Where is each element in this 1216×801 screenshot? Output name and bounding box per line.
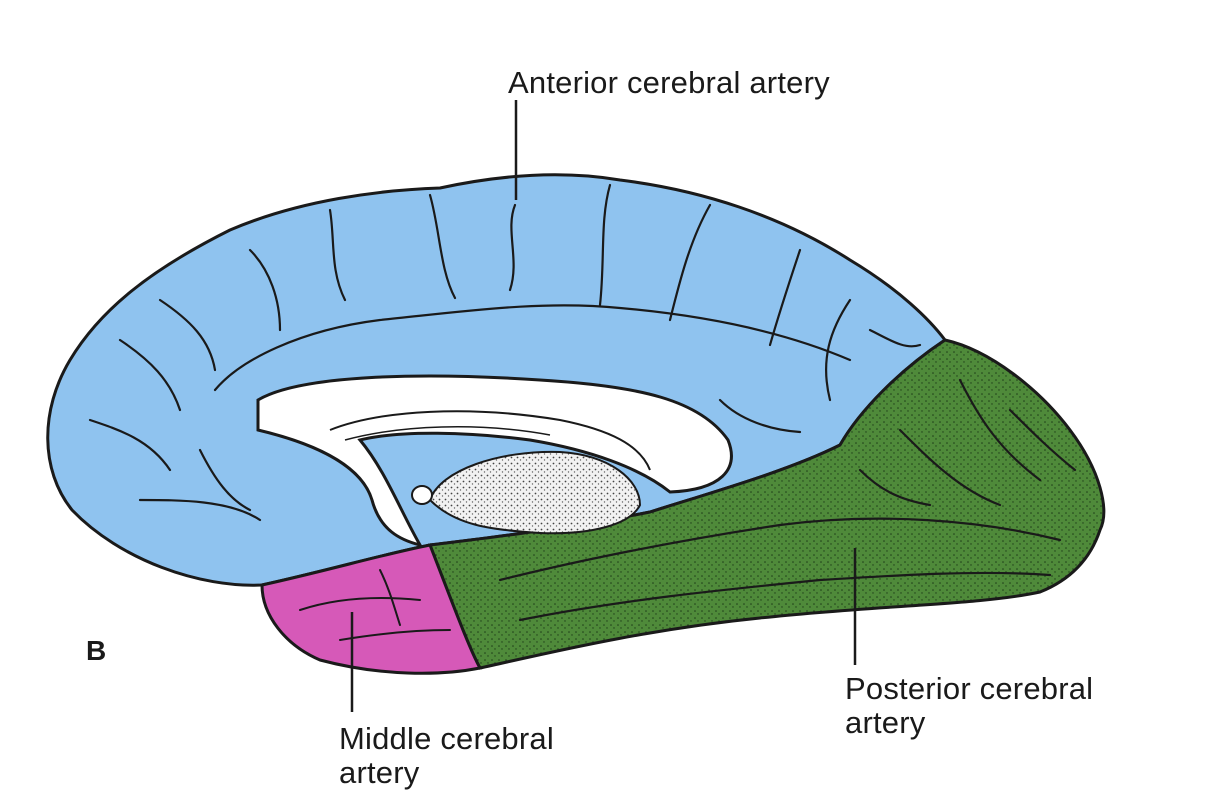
anterior-commissure [411, 485, 433, 505]
sulci-anterior [88, 183, 922, 522]
panel-letter: B [86, 635, 107, 666]
anterior-cerebral-artery-label: Anterior cerebral artery [508, 65, 830, 100]
posterior-cerebral-artery-label: Posterior cerebral artery [845, 671, 1094, 740]
middle-cerebral-territory [260, 543, 483, 675]
posterior-cerebral-territory [427, 338, 1106, 670]
sulci-posterior [498, 378, 1077, 622]
middle-cerebral-artery-label: Middle cerebral artery [339, 721, 554, 790]
fornix-inner [344, 426, 551, 441]
fornix [329, 410, 651, 471]
sulci-middle [299, 569, 451, 641]
thalamus [428, 450, 642, 535]
